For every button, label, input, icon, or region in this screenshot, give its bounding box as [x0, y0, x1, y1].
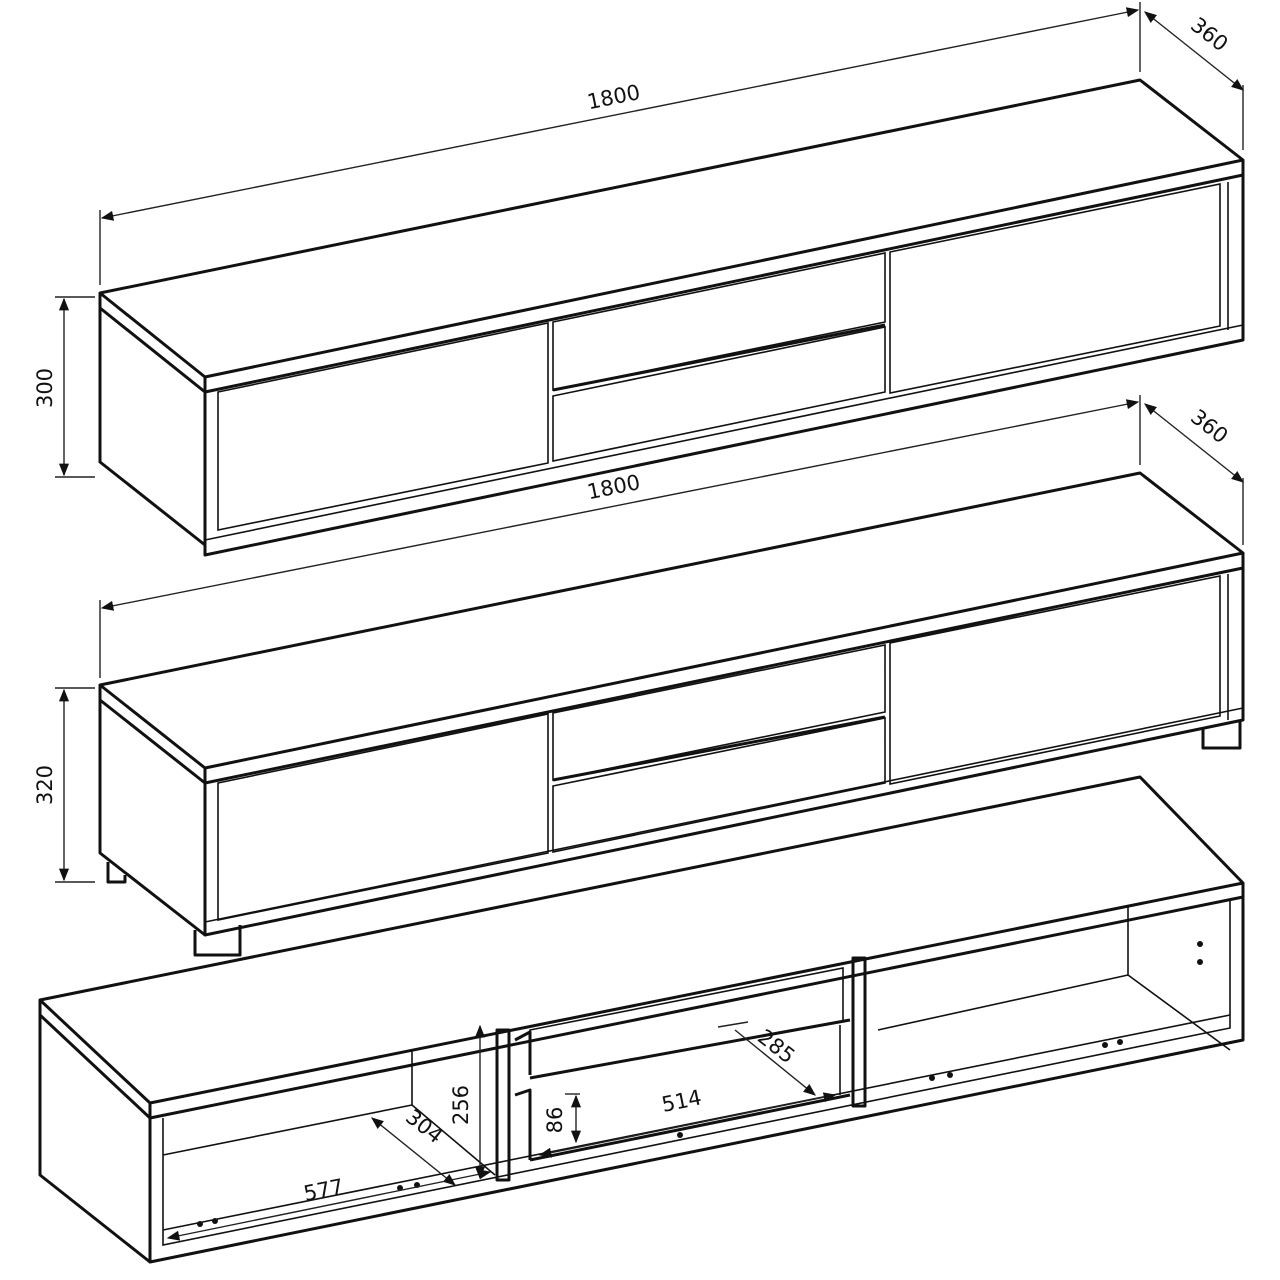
cabinet-open-drawing [38, 775, 1245, 1264]
left-compartment-height-label: 256 [449, 1085, 473, 1125]
cabinet-middle-drawing [98, 471, 1245, 957]
drawer-height-label: 86 [543, 1107, 567, 1134]
dimension-height-top: 300 [33, 296, 95, 478]
dimension-width-top: 1800 [99, 2, 1141, 285]
left-compartment-depth-label: 304 [401, 1105, 447, 1149]
dimension-height-middle: 320 [33, 687, 95, 883]
dimension-width-middle: 1800 [99, 395, 1141, 678]
dimension-left-compartment: 577 304 256 [166, 1024, 492, 1241]
dimension-depth-top: 360 [1144, 11, 1244, 150]
drawer-width-label: 514 [660, 1085, 704, 1117]
height-label: 320 [33, 765, 57, 805]
left-compartment-width-label: 577 [302, 1174, 346, 1206]
dimension-drawer: 514 285 86 [538, 1021, 837, 1158]
width-label: 1800 [585, 80, 642, 114]
dimension-depth-middle: 360 [1144, 403, 1244, 545]
foot-icon [193, 925, 242, 957]
cabinet-top-drawing [98, 78, 1245, 557]
height-label: 300 [33, 368, 57, 408]
